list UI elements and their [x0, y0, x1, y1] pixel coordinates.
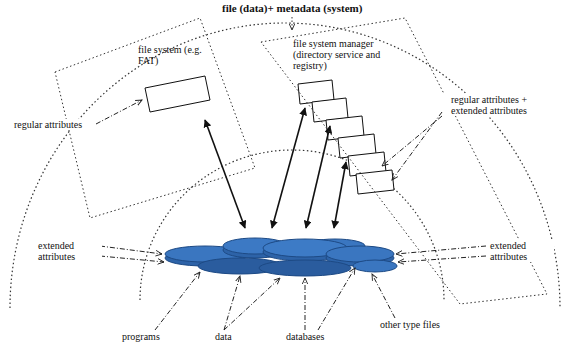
- file-type-label: databases: [284, 331, 326, 342]
- access-arrows: [205, 108, 346, 228]
- panel-heading: file system manager (directory service a…: [293, 38, 411, 71]
- record-stack: [298, 80, 394, 194]
- file-type-label: other type files: [378, 319, 442, 330]
- panel-heading: file system (e.g. FAT): [138, 44, 204, 66]
- attribute-label: regular attributes: [12, 119, 84, 130]
- file-type-label: programs: [120, 331, 162, 342]
- panel-border: [55, 18, 255, 218]
- inner-arc: [140, 150, 444, 300]
- record-rectangle: [145, 76, 210, 112]
- file-system-manager-panel: file system manager (directory service a…: [255, 14, 555, 306]
- title-pointer: [292, 17, 293, 30]
- diagram-title: file (data)+ metadata (system): [220, 2, 364, 14]
- file-type-label: data: [213, 331, 234, 342]
- attribute-label: regular attributes + extended attributes: [443, 94, 535, 116]
- pointer-arrows: [96, 100, 486, 330]
- outer-arc: [10, 23, 560, 308]
- storage-disks: [165, 238, 397, 276]
- attribute-label: extended attributes: [36, 240, 102, 262]
- attribute-label: extended attributes: [488, 240, 554, 262]
